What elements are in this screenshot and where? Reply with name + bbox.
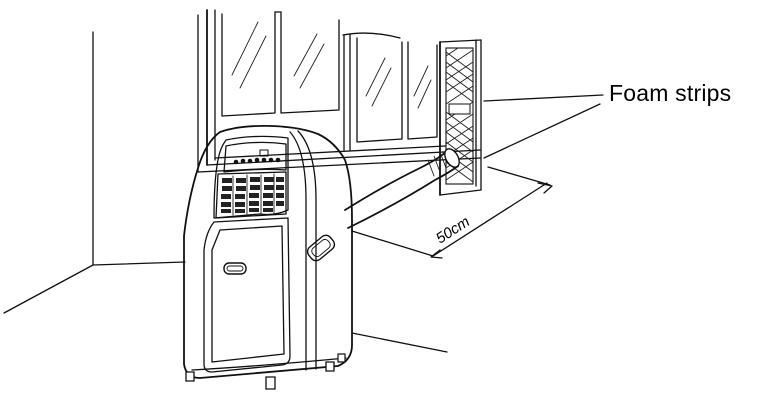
floor-front-line xyxy=(352,333,447,352)
floor-back-line xyxy=(93,262,185,265)
foam-strip-upper-hatch xyxy=(446,48,473,104)
ac-button-7 xyxy=(276,158,281,163)
ac-button-1 xyxy=(234,160,239,165)
window-pane-1 xyxy=(222,12,275,116)
callout-leaders xyxy=(484,95,603,158)
ac-air-grille xyxy=(216,172,286,218)
dimension-label: 50cm xyxy=(433,213,473,247)
foam-strips-label: Foam strips xyxy=(609,80,731,107)
ac-button-4 xyxy=(255,158,260,163)
exhaust-hose xyxy=(345,146,462,228)
caster-front-left xyxy=(186,372,194,381)
dimension-50cm: 50cm xyxy=(352,167,552,258)
ac-button-6 xyxy=(269,158,274,163)
window-pane-4 xyxy=(408,42,437,139)
dimension-base-line xyxy=(352,231,433,256)
caster-back-far xyxy=(338,354,345,362)
callout-leader-lower xyxy=(484,104,600,158)
caster-back-right xyxy=(326,362,334,371)
ac-side-handle xyxy=(305,233,337,263)
ac-button-5 xyxy=(262,158,267,163)
ac-button-2 xyxy=(241,159,246,164)
caster-front-right xyxy=(266,377,275,389)
ac-button-3 xyxy=(248,159,253,164)
window-pane-2 xyxy=(281,12,339,113)
ac-body xyxy=(184,126,352,378)
callout-leader-upper xyxy=(484,95,603,101)
ac-front-lower xyxy=(204,218,290,372)
dimension-extension-line xyxy=(488,167,550,185)
hose-top-edge xyxy=(345,150,448,210)
hose-bottom-edge xyxy=(348,166,458,228)
floor-left-line xyxy=(4,265,93,313)
window xyxy=(207,10,481,195)
